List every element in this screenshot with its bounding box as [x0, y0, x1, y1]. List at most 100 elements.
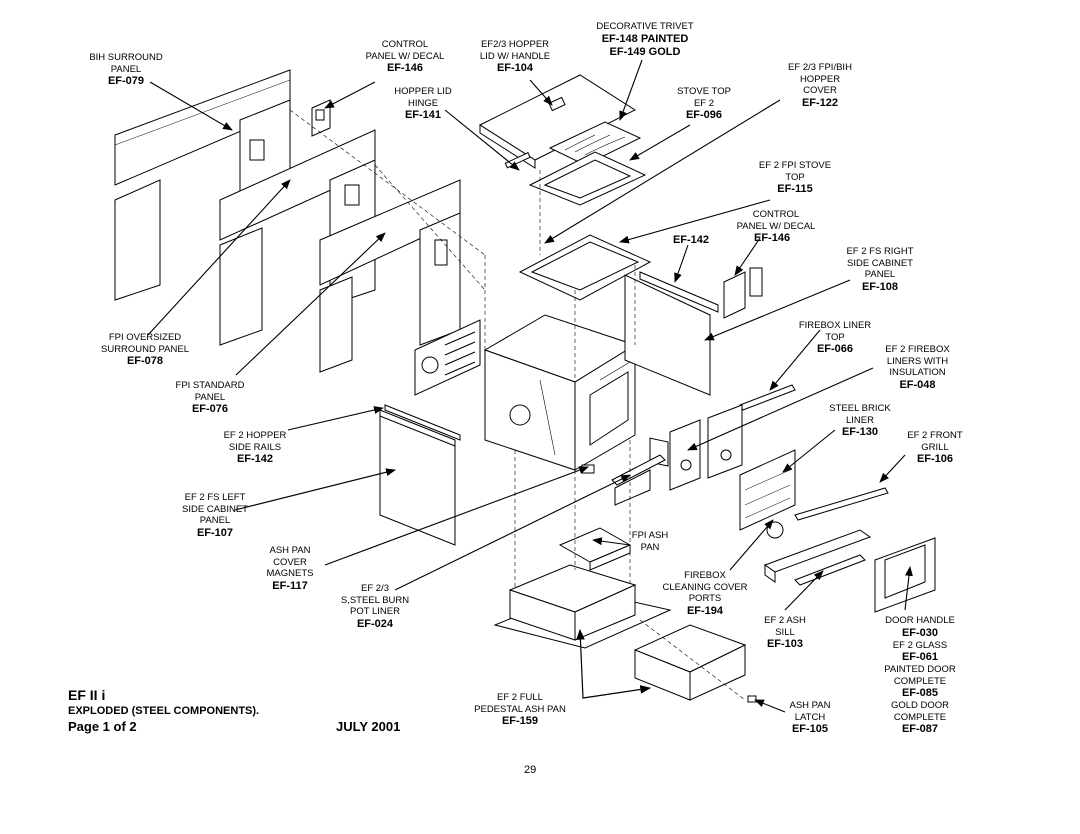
callout-text: LINERS WITH [886, 355, 949, 367]
callout-control-panel-right: CONTROL PANEL W/ DECAL EF-146 [726, 209, 826, 244]
callout-text: INSULATION [889, 367, 946, 378]
callout-ash-sill: EF 2 ASH SILL EF-103 [745, 615, 825, 651]
part-code: EF-066 [816, 343, 854, 355]
callout-text: EF 2 HOPPER [223, 430, 287, 441]
callout-text: HOPPER [799, 73, 841, 85]
part-code: EF-194 [686, 604, 724, 617]
callout-text: FPI OVERSIZED [108, 332, 182, 343]
control-panel-right-drawing [723, 267, 763, 319]
page-number: 29 [524, 764, 537, 776]
pedestal-drawing [493, 564, 672, 649]
callout-hopper-lid: EF2/3 HOPPER LID W/ HANDLE EF-104 [465, 39, 565, 75]
callout-text: TOP [785, 171, 805, 183]
callout-text: SILL [775, 626, 795, 638]
callout-text: GOLD DOOR [890, 700, 950, 711]
callout-text: EF 2 FS RIGHT [846, 246, 914, 257]
callout-text: MAGNETS [266, 568, 314, 579]
door-drawing [874, 537, 936, 613]
callout-text: GRILL [921, 441, 949, 453]
part-code: EF-115 [777, 183, 813, 195]
part-code: EF-048 [899, 378, 936, 391]
callout-text: EF 2/3 FPI/BIH [788, 62, 852, 73]
callout-ash-pan-magnets: ASH PAN COVER MAGNETS EF-117 [250, 545, 330, 593]
hopper-lid-drawing [478, 74, 637, 169]
part-code: EF-078 [126, 355, 164, 367]
callout-bih-surround: BIH SURROUND PANEL EF-079 [78, 52, 174, 88]
callout-text: LID W/ HANDLE [479, 50, 551, 62]
callout-text: EF 2 FS LEFT [184, 492, 246, 503]
stove-top-drawing [528, 151, 647, 206]
callout-text: POT LINER [350, 606, 400, 617]
callout-firebox-liners: EF 2 FIREBOX LINERS WITH INSULATION EF-0… [870, 344, 965, 392]
callout-text: STEEL BRICK [829, 403, 891, 414]
latch-drawing [747, 695, 757, 703]
callout-text: EF2/3 HOPPER [480, 39, 550, 50]
trivet-drawing [548, 121, 642, 166]
callout-text: PANEL [864, 269, 896, 280]
callout-text: PAINTED DOOR [884, 664, 956, 675]
callout-text: STOVE TOP [677, 86, 731, 97]
callout-text: CONTROL [752, 209, 800, 220]
alignment-lines [289, 109, 746, 701]
front-grill-drawing [794, 487, 889, 521]
callout-text: SIDE RAILS [228, 441, 282, 453]
callout-text: DOOR HANDLE [885, 615, 955, 626]
ash-sill-drawing [763, 529, 872, 586]
part-code: EF-103 [766, 638, 804, 650]
part-code: EF-142 [672, 234, 710, 246]
callout-text: TOP [825, 331, 845, 343]
callout-text: EF 2 FRONT [907, 430, 963, 441]
callout-text: HINGE [407, 97, 439, 109]
part-code: EF-105 [791, 723, 829, 735]
model-title: EF II i [68, 687, 106, 703]
callout-text: EF 2 [693, 97, 715, 109]
part-code: EF-096 [685, 109, 723, 121]
callout-fpi-stove-top: EF 2 FPI STOVE TOP EF-115 [745, 160, 845, 196]
callout-door: DOOR HANDLE EF-030 EF 2 GLASS EF-061 PAI… [870, 615, 970, 736]
callout-text: EF 2 ASH [764, 615, 806, 626]
callout-text: S,STEEL BURN [340, 594, 410, 606]
part-code: EF-085 [901, 687, 939, 699]
callout-front-grill: EF 2 FRONT GRILL EF-106 [895, 430, 975, 466]
firebox-liners-drawing [669, 404, 743, 491]
part-code: EF-130 [841, 426, 879, 438]
callout-hopper-cover: EF 2/3 FPI/BIH HOPPER COVER EF-122 [770, 62, 870, 110]
callout-left-cabinet: EF 2 FS LEFT SIDE CABINET PANEL EF-107 [160, 492, 270, 540]
ash-pan-drawer-drawing [633, 624, 747, 701]
callout-ef142-top: EF-142 [666, 234, 716, 247]
callout-burn-pot: EF 2/3 S,STEEL BURN POT LINER EF-024 [325, 583, 425, 631]
stove-body-drawing [483, 314, 637, 471]
callout-text: ASH PAN [789, 700, 831, 711]
ash-pan-cover-drawing [581, 454, 666, 506]
diagram-subtitle: EXPLODED (STEEL COMPONENTS). [68, 705, 260, 717]
callout-text: PANEL [110, 63, 142, 75]
callout-text: LINER [846, 414, 874, 426]
callout-text: PEDESTAL ASH PAN [474, 703, 566, 715]
part-code: EF-142 [236, 453, 274, 465]
callout-text: EF 2 FIREBOX [885, 344, 950, 355]
part-code: EF-146 [754, 232, 791, 244]
callout-text: FPI STANDARD [175, 380, 245, 391]
callout-hopper-rails: EF 2 HOPPER SIDE RAILS EF-142 [205, 430, 305, 466]
callout-text: EF 2 FULL [497, 692, 543, 703]
callout-steel-brick: STEEL BRICK LINER EF-130 [815, 403, 905, 439]
part-code: EF-079 [107, 75, 145, 87]
part-code: EF-149 GOLD [609, 45, 681, 58]
callout-text: FIREBOX LINER [798, 320, 872, 331]
callout-text: SIDE CABINET [182, 503, 248, 515]
part-code: EF-117 [272, 579, 308, 592]
callout-cleaning-ports: FIREBOX CLEANING COVER PORTS EF-194 [650, 570, 760, 618]
fpi-stove-top-drawing [518, 234, 652, 301]
callout-pedestal-ash-pan: EF 2 FULL PEDESTAL ASH PAN EF-159 [460, 692, 580, 728]
part-code: EF-108 [861, 280, 899, 293]
part-code: EF-106 [916, 453, 954, 465]
part-code: EF-107 [196, 526, 234, 539]
part-code: EF-159 [501, 715, 539, 727]
callout-trivet: DECORATIVE TRIVET EF-148 PAINTED EF-149 … [580, 21, 710, 59]
callout-text: COMPLETE [893, 675, 947, 687]
part-code: EF-146 [386, 62, 424, 74]
callout-text: CLEANING COVER [662, 581, 748, 593]
part-code: EF-148 PAINTED [601, 32, 689, 45]
callout-text: PANEL [199, 515, 231, 526]
part-code: EF-141 [404, 109, 442, 121]
